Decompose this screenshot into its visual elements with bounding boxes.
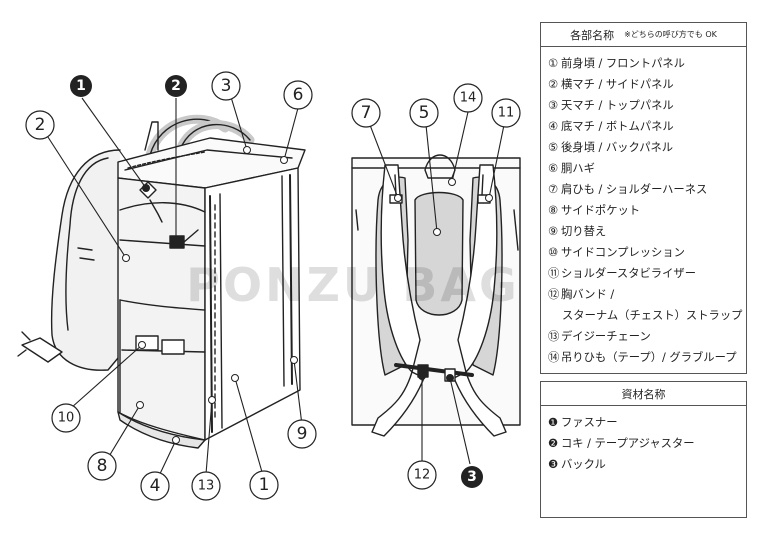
back-view-backpack	[351, 154, 521, 437]
parts-legend-header: 各部名称 ※どちらの呼び方でも OK	[541, 23, 746, 47]
callout-12: 12	[414, 468, 431, 483]
parts-legend-title: 各部名称	[570, 28, 615, 42]
callout-3: 3	[221, 76, 232, 96]
list-item: スターナム（チェスト）ストラップ	[562, 309, 743, 322]
front-view-backpack	[17, 114, 306, 449]
material-callout-1: 1	[76, 78, 86, 94]
callouts	[25, 71, 521, 501]
callout-8: 8	[97, 456, 108, 476]
callout-10: 10	[58, 411, 75, 426]
callout-11: 11	[498, 106, 515, 121]
backpack-diagram: 2 3 6 10 8 4 13 1 9 7 5 14 11 12 1 2 3	[17, 71, 521, 501]
callout-13: 13	[198, 479, 215, 494]
callout-5: 5	[419, 103, 430, 123]
watermark: PONZU BAG	[186, 258, 520, 312]
leader-dots	[122, 146, 493, 444]
material-callout-2: 2	[171, 78, 181, 94]
callout-1: 1	[259, 475, 270, 495]
callout-6: 6	[293, 85, 304, 105]
callout-9: 9	[297, 424, 308, 444]
callout-14: 14	[460, 91, 477, 106]
callout-2: 2	[35, 115, 46, 135]
callout-7: 7	[361, 103, 372, 123]
leader-lines	[45, 96, 505, 479]
callout-4: 4	[150, 476, 161, 496]
materials-legend-header: 資材名称	[541, 382, 746, 406]
materials-legend-title: 資材名称	[621, 387, 666, 401]
material-callouts	[70, 75, 483, 488]
material-callout-3: 3	[467, 469, 477, 485]
parts-legend-note: ※どちらの呼び方でも OK	[624, 30, 717, 39]
